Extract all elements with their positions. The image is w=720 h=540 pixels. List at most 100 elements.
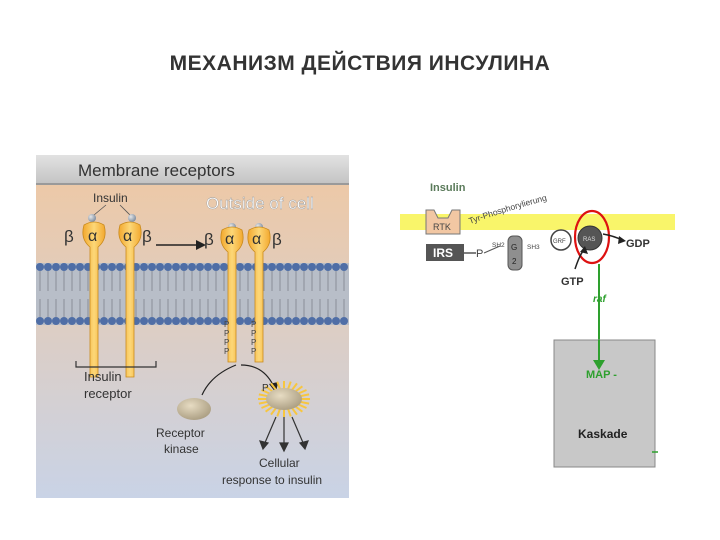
lipid-head [172,317,180,325]
phosphate-mark: P [251,338,256,347]
receptor-kinase-substrate [177,398,211,420]
lipid-head [220,263,228,271]
ras-label: RAS [583,237,595,243]
lipid-head [60,317,68,325]
phosphate-mark: P [224,329,229,338]
lipid-head [188,317,196,325]
lipid-head [156,263,164,271]
lipid-head [164,317,172,325]
lipid-head [188,263,196,271]
insulin-pointer [119,204,131,216]
lipid-head [324,263,332,271]
panel-header-bar [36,155,349,183]
phosphate-mark: P [251,347,256,356]
lipid-head [212,317,220,325]
membrane-band [400,214,675,230]
map-kaskade-box [553,339,656,468]
lipid-head [108,317,116,325]
irs-box [426,244,464,261]
ras-circle [577,225,603,251]
response-label-line1: Cellular [259,456,300,470]
insulin-label-right: Insulin [430,182,466,194]
panel-header: Membrane receptors [78,161,235,180]
lipid-head [292,317,300,325]
lipid-head [148,263,156,271]
lipid-head [340,317,348,325]
beta-subunit: β [272,230,282,249]
alpha-subunit: α [252,231,261,248]
sh2-label: SH2 [492,242,505,249]
kinase-label-line2: kinase [164,442,199,456]
lipid-head [60,263,68,271]
lipid-head [316,263,324,271]
alpha-subunit: α [225,231,234,248]
insulin-molecule [128,214,136,222]
lipid-head [76,263,84,271]
activation-arrowhead [196,240,206,250]
rtk-receptor [425,209,461,235]
lipid-head [236,263,244,271]
lipid-head [332,263,340,271]
phosphate-mark: P [224,338,229,347]
grf-circle [550,229,572,251]
phosphate-mark: P [224,347,229,356]
lipid-head [308,263,316,271]
lipid-head [172,263,180,271]
raf-label: raf [593,294,607,305]
lipid-head [140,263,148,271]
lipid-head [52,317,60,325]
gdp-label: GDP [626,238,650,250]
lipid-head [140,317,148,325]
beta-subunit: β [142,227,152,246]
lipid-head [236,317,244,325]
cell-membrane [36,263,349,325]
lipid-head [308,317,316,325]
lipid-head [100,317,108,325]
p-link [483,245,501,254]
lipid-head [300,317,308,325]
lipid-head [300,263,308,271]
gdp-arrowhead [618,236,626,244]
lipid-head [180,263,188,271]
lipid-head [68,263,76,271]
lipid-head [212,263,220,271]
lipid-head [332,317,340,325]
response-label-line2: response to insulin [222,473,322,487]
lipid-head [340,263,348,271]
lipid-head [44,317,52,325]
beta-subunit: β [64,227,74,246]
lipid-head [100,263,108,271]
kinase-label-line1: Receptor [156,426,205,440]
phosphate-mark: P [251,329,256,338]
lipid-head [220,317,228,325]
lipid-head [292,263,300,271]
phosphate-mark: P [224,320,229,329]
lipid-head [196,263,204,271]
lipid-head [180,317,188,325]
lipid-head [76,317,84,325]
header-divider [36,183,349,185]
panel-background [36,155,349,498]
lipid-head [148,317,156,325]
rtk-label: RTK [433,222,451,232]
phosphate-mark: P [251,320,256,329]
lipid-head [244,317,252,325]
lipid-head [116,263,124,271]
lipid-head [276,263,284,271]
grb2-box [507,235,523,271]
lipid-head [52,263,60,271]
raf-arrowhead-inner [593,360,605,370]
phospho-mark: P [262,383,269,394]
lipid-head [204,317,212,325]
lipid-head [36,317,44,325]
activated-substrate-body [266,388,302,410]
irs-phospho: P [476,248,483,260]
alpha-subunit: α [88,228,97,245]
grb2-label-g: G [511,243,517,252]
lipid-head [268,317,276,325]
lipid-head [284,317,292,325]
insulin-pointer [93,204,107,216]
lipid-head [316,317,324,325]
